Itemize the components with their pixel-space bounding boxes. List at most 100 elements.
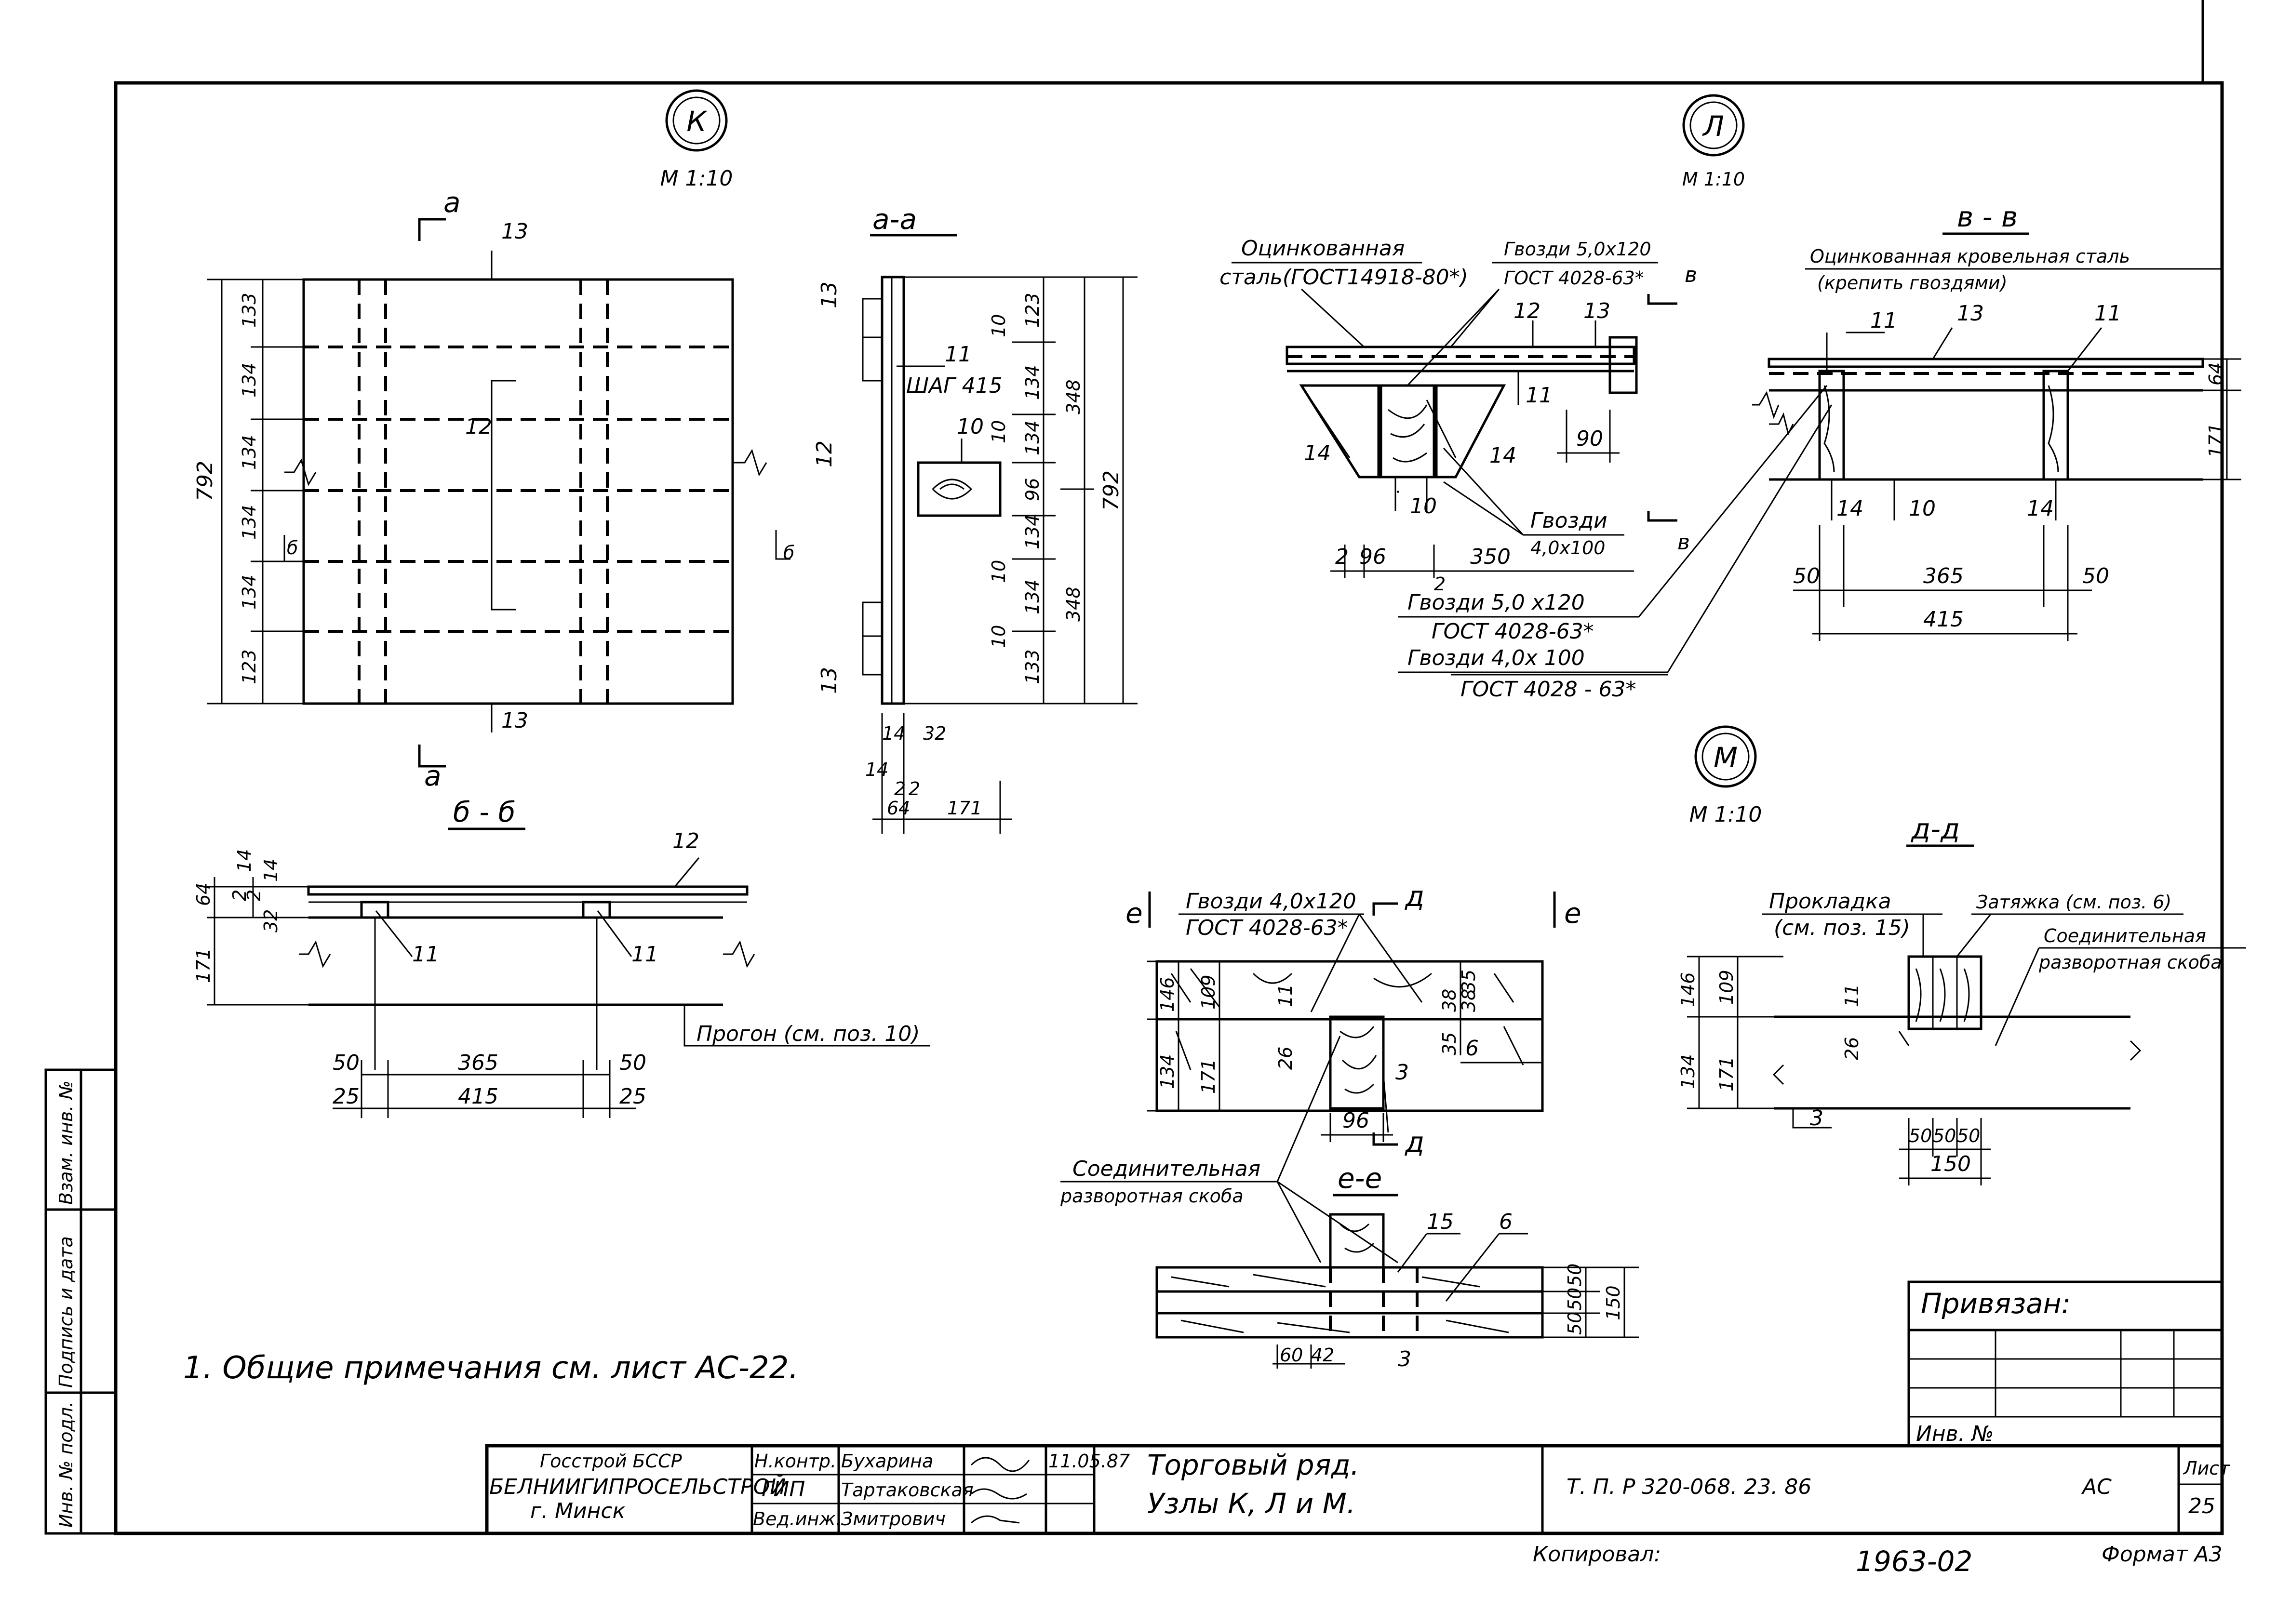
section-dd-title: д-д	[1911, 812, 1960, 845]
aa-bottom-64: 64	[887, 798, 910, 819]
footer-copied: Копировал:	[1533, 1542, 1661, 1567]
bb-label-12: 12	[672, 829, 699, 853]
node-m-letter: М	[1714, 741, 1738, 774]
k-plan-dim-123: 123	[239, 649, 260, 684]
vv-label-10: 10	[1909, 496, 1936, 521]
m-dim-11: 11	[1275, 984, 1296, 1007]
bb-left-32: 32	[260, 909, 281, 932]
dd-dim-146: 146	[1677, 972, 1699, 1007]
dd-bracket-line2: разворотная скоба	[2038, 952, 2222, 973]
vv-dim-50a: 50	[1793, 564, 1820, 588]
m-dim-134: 134	[1157, 1054, 1178, 1089]
l-note2-line1: Гвозди 5,0x120	[1504, 239, 1651, 260]
m-label-3: 3	[1395, 1060, 1409, 1085]
dd-dim-150: 150	[1930, 1152, 1971, 1176]
vv-label-11a: 11	[1870, 308, 1897, 333]
m-cut-e-left: е	[1125, 897, 1143, 930]
dd-dim-26: 26	[1841, 1037, 1862, 1060]
aa-dim-134b: 134	[1022, 420, 1043, 455]
k-plan-label-13-bottom: 13	[501, 708, 528, 733]
l-label-14a: 14	[1304, 441, 1331, 466]
dd-dim-171: 171	[1716, 1056, 1737, 1092]
ee-label-3: 3	[1398, 1347, 1411, 1371]
aa-bottom-14b: 14	[865, 759, 888, 780]
node-l-letter: Л	[1702, 110, 1724, 143]
aa-bottom-32: 32	[923, 723, 946, 744]
ee-bottom-60: 60	[1280, 1344, 1303, 1366]
ee-right-150: 150	[1603, 1285, 1624, 1320]
bb-left-2a: 2	[229, 890, 250, 901]
aa-overall-348-top: 348	[1063, 379, 1084, 414]
node-k-section-aa: а-а 13 12 13 11 ШАГ 415 10 123 134	[775, 203, 1138, 834]
aa-small-10a: 10	[988, 314, 1009, 337]
aa-overall-348-bottom: 348	[1063, 586, 1084, 622]
aa-small-10c: 10	[988, 560, 1009, 583]
node-k-marker: К М 1:10	[660, 89, 733, 191]
dd-pad-line2: (см. поз. 15)	[1774, 916, 1910, 940]
dd-bracket-line1: Соединительная	[2044, 925, 2206, 946]
tb-name-2: Змитрович	[841, 1508, 946, 1530]
m-cut-e-right: е	[1564, 897, 1581, 930]
aa-dim-96: 96	[1022, 478, 1043, 501]
bb-label-11a: 11	[412, 942, 439, 967]
tb-signatures	[970, 1457, 1030, 1524]
dd-dim-50c: 50	[1957, 1125, 1980, 1146]
ee-right-50a: 50	[1564, 1264, 1585, 1287]
aa-step-note: ШАГ 415	[906, 373, 1003, 398]
aa-label-11: 11	[945, 342, 972, 367]
node-k-letter: К	[686, 105, 708, 138]
m-right-35b: 35	[1458, 970, 1479, 993]
aa-small-10d: 10	[988, 625, 1009, 648]
k-plan-dim-133: 133	[239, 293, 260, 328]
bb-left-2b: 2	[243, 890, 265, 901]
section-bb-title: б - б	[453, 796, 515, 828]
stamp-inv-podl: Инв. № подл.	[55, 1401, 77, 1528]
tb-sheet-label: Лист	[2183, 1458, 2231, 1479]
l-dim-96: 96	[1359, 545, 1386, 569]
m-right-35a: 35	[1439, 1032, 1460, 1055]
l-label-10: 10	[1410, 494, 1437, 519]
tb-role-0: Н.контр.	[754, 1451, 836, 1472]
m-dim-171: 171	[1198, 1059, 1219, 1094]
vv-right-64: 64	[2205, 362, 2226, 386]
l-cut-v-top: в	[1685, 263, 1697, 287]
tb-sheet-number: 25	[2188, 1494, 2215, 1518]
aa-dim-134a: 134	[1022, 365, 1043, 400]
dd-dim-50b: 50	[1933, 1125, 1956, 1146]
m-right-38a: 38	[1439, 989, 1460, 1012]
aa-overall-792: 792	[1099, 470, 1124, 511]
m-dim-96: 96	[1342, 1108, 1369, 1133]
m-bracket-line2: разворотная скоба	[1060, 1185, 1244, 1207]
bb-purlin-note: Прогон (см. поз. 10)	[696, 1022, 920, 1046]
bb-dim-25b: 25	[619, 1084, 646, 1109]
aa-label-12: 12	[812, 440, 837, 467]
tb-role-2: Вед.инж.	[753, 1508, 842, 1530]
dd-pad-line1: Прокладка	[1769, 889, 1891, 914]
l-dim-350: 350	[1470, 545, 1511, 569]
dd-dim-11: 11	[1841, 984, 1862, 1007]
tb-name-1: Тартаковская	[841, 1479, 974, 1501]
bb-dim-50b: 50	[619, 1051, 646, 1075]
k-plan-overall-792: 792	[193, 461, 217, 501]
l-note2-line2: ГОСТ 4028-63*	[1504, 267, 1644, 289]
vv-dim-365: 365	[1923, 564, 1964, 588]
bb-label-11b: 11	[631, 942, 658, 967]
l-bottom-note2: ГОСТ 4028-63*	[1432, 619, 1594, 644]
ee-label-6: 6	[1499, 1210, 1513, 1234]
vv-dim-415: 415	[1923, 607, 1964, 632]
node-k-plan: а а 13 12 13 792 133 134 134 134 134 123…	[193, 186, 767, 792]
m-label-6: 6	[1465, 1036, 1479, 1061]
l-label-11: 11	[1526, 383, 1553, 408]
footer-copy-number: 1963-02	[1856, 1545, 1972, 1578]
l-bottom-note1: Гвозди 5,0 x120	[1407, 590, 1585, 615]
general-note: 1. Общие примечания см. лист АС-22.	[183, 1350, 799, 1386]
m-dim-26: 26	[1275, 1047, 1296, 1070]
vv-label-11b: 11	[2094, 301, 2121, 326]
node-l-detail: Оцинкованная сталь(ГОСТ14918-80*) Гвозди…	[1219, 236, 1833, 702]
dd-tie: Затяжка (см. поз. 6)	[1976, 892, 2171, 913]
title-block: Госстрой БССР БЕЛНИИГИПРОСЕЛЬСТРОЙ г. Ми…	[485, 1444, 2231, 1535]
l-label-13: 13	[1583, 299, 1610, 323]
vv-note-line2: (крепить гвоздями)	[1817, 272, 2008, 293]
node-m-section-dd: д-д Прокладка (см. поз. 15) Затяжка (см.…	[1677, 812, 2246, 1185]
